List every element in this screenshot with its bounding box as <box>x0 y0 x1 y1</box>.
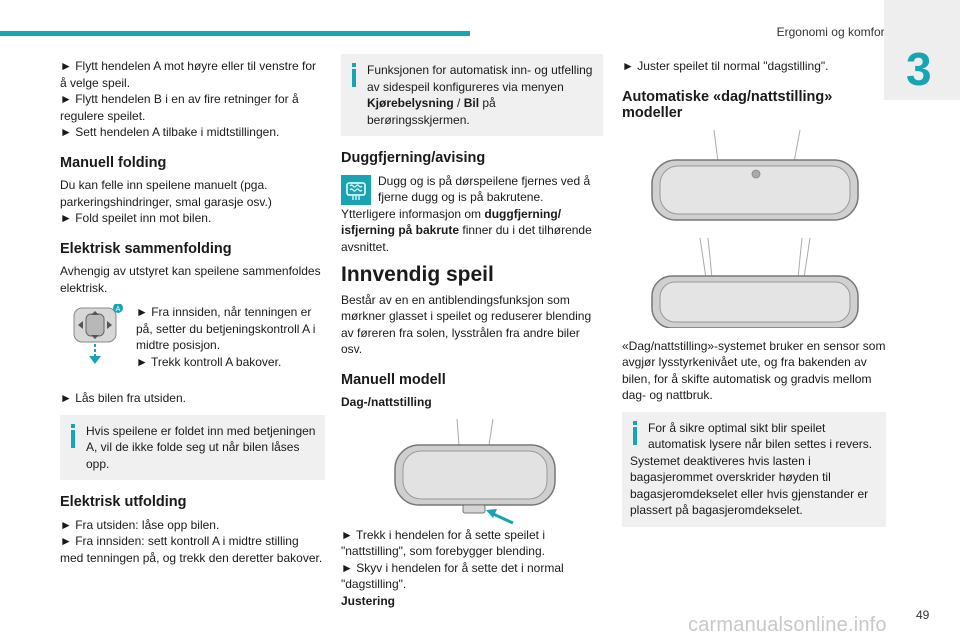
mirror-control-image: A <box>68 303 128 366</box>
heading-electric-unfolding: Elektrisk utfolding <box>60 494 187 510</box>
control-badge: A <box>116 306 121 313</box>
note-reverse-text: For å sikre optimal sikt blir speilet au… <box>648 420 873 452</box>
info-icon <box>68 423 78 448</box>
auto-mirror-image <box>651 129 859 329</box>
lock-bullet: ► Lås bilen fra utsiden. <box>60 391 186 405</box>
info-note-auto: For å sikre optimal sikt blir speilet au… <box>622 411 886 527</box>
header-accent-bar <box>0 31 470 36</box>
info-note-fold: Hvis speilene er foldet inn med betjenin… <box>60 414 325 480</box>
adjust-bullet: ► Juster speilet til normal "dagstilling… <box>622 59 829 73</box>
manual-mirror-image <box>394 418 556 524</box>
manual-folding-bullet: ► Fold speilet inn mot bilen. <box>60 211 212 225</box>
heading-electric-folding: Elektrisk sammenfolding <box>60 240 232 257</box>
control-illustration-block: A ► Fra innsiden, når tenningen er på, s… <box>60 303 326 384</box>
column-2: Funksjonen for automatisk inn- og utfell… <box>341 54 603 615</box>
control-step-1: ► Fra innsiden, når tenningen er på, set… <box>136 305 316 352</box>
heading-defog: Duggfjerning/avising <box>341 150 486 166</box>
control-step-2: ► Trekk kontroll A bakover. <box>136 354 282 369</box>
defog-more: Ytterligere informasjon om duggfjerning/… <box>341 206 592 254</box>
night-bullet: ► Trekk i hendelen for å sette speilet i… <box>341 527 545 559</box>
unfold-bullet-1: ► Fra utsiden: låse opp bilen. <box>60 517 220 532</box>
inner-mirror-text: Består av en en antiblendingsfunksjon so… <box>341 292 592 357</box>
bullet-adjust-mirror: ► Flytt hendelen B i en av fire retninge… <box>60 92 299 123</box>
note-deactivate-text: Systemet deaktiveres hvis lasten i bagas… <box>630 453 869 518</box>
chapter-number: 3 <box>906 43 932 95</box>
bullet-select-mirror: ► Flytt hendelen A mot høyre eller til v… <box>60 59 316 90</box>
rear-defog-icon <box>341 174 371 205</box>
mirror-control-icon: A <box>73 303 123 364</box>
info-icon <box>630 420 640 445</box>
heading-auto-models: Automatiske «dag/nattstilling» modeller <box>622 88 833 122</box>
note-text: Hvis speilene er foldet inn med betjenin… <box>86 423 316 471</box>
day-bullet: ► Skyv i hendelen for å sette det i norm… <box>341 560 564 592</box>
column-3: ► Juster speilet til normal "dagstilling… <box>622 58 886 537</box>
heading-manual-model: Manuell modell <box>341 371 446 388</box>
electric-folding-text: Avhengig av utstyret kan speilene sammen… <box>60 264 321 295</box>
auto-mirror-illustration <box>622 128 886 329</box>
watermark: carmanualsonline.info <box>688 614 887 636</box>
page-number: 49 <box>916 608 930 622</box>
control-instructions: ► Fra innsiden, når tenningen er på, set… <box>136 304 326 370</box>
info-icon <box>349 63 359 87</box>
column-1: ► Flytt hendelen A mot høyre eller til v… <box>60 58 325 574</box>
bullet-center-lever: ► Sett hendelen A tilbake i midtstilling… <box>60 125 280 139</box>
defog-block: Dugg og is på dørspeilene fjernes ved å … <box>341 173 603 256</box>
note-config-text: Funksjonen for automatisk inn- og utfell… <box>367 63 593 127</box>
heading-adjust: Justering <box>341 593 396 608</box>
heading-manual-folding: Manuell folding <box>60 154 167 171</box>
chapter-tab: 3 <box>884 0 960 100</box>
manual-folding-text: Du kan felle inn speilene manuelt (pga. … <box>60 178 272 209</box>
manual-mirror-illustration <box>341 417 603 527</box>
heading-day-night: Dag-/nattstilling <box>341 395 432 409</box>
auto-text: «Dag/nattstilling»-systemet bruker en se… <box>622 338 886 403</box>
section-title: Ergonomi og komfort <box>776 25 888 39</box>
info-note-config: Funksjonen for automatisk inn- og utfell… <box>341 54 603 136</box>
heading-inner-mirror: Innvendig speil <box>341 263 494 286</box>
unfold-bullet-2: ► Fra innsiden: sett kontroll A i midtre… <box>60 534 323 565</box>
defog-text: Dugg og is på dørspeilene fjernes ved å … <box>378 173 591 205</box>
